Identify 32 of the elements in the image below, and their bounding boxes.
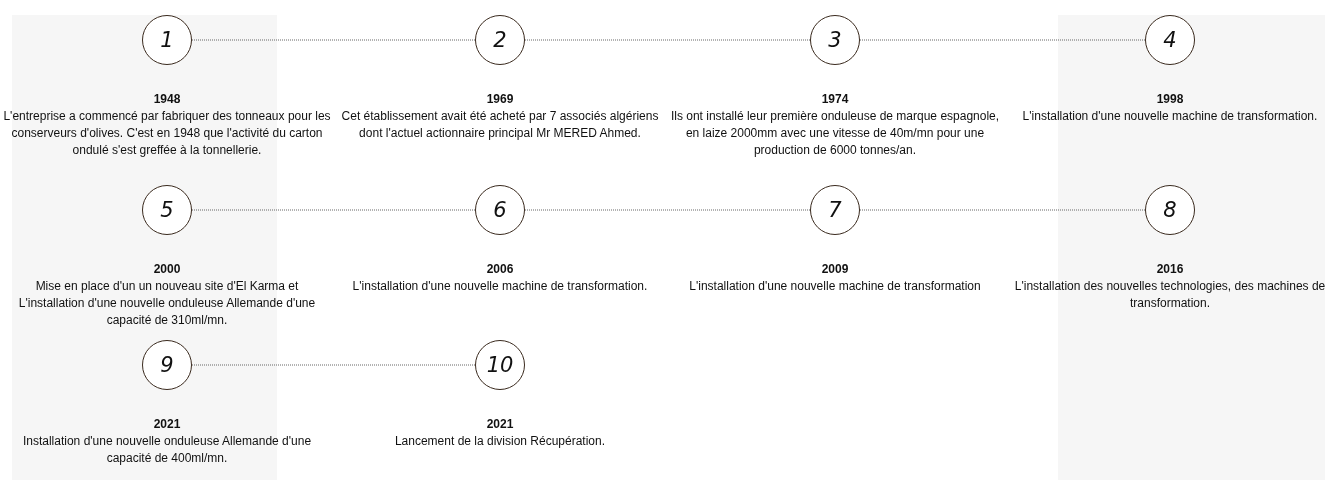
step-number-circle: 7: [810, 185, 860, 235]
year-label: 1969: [485, 92, 515, 106]
year-label: 1974: [820, 92, 850, 106]
year-label: 1998: [1155, 92, 1185, 106]
event-description: L'installation d'une nouvelle machine de transformation: [688, 278, 982, 295]
year-label: 2000: [152, 262, 182, 276]
connector-line: [191, 364, 476, 366]
event-description: Mise en place d'un un nouveau site d'El Karma et L'installation d'une nouvelle onduleuse Allemande d'une capacité de 310ml/mn.: [17, 278, 317, 329]
event-description: Installation d'une nouvelle onduleuse Allemande d'une capacité de 400ml/mn.: [21, 433, 313, 467]
year-label: 2009: [820, 262, 850, 276]
event-description: L'installation des nouvelles technologies, des machines de transformation.: [1013, 278, 1327, 312]
event-description: L'installation d'une nouvelle machine de transformation.: [1021, 108, 1319, 125]
year-label: 2021: [485, 417, 515, 431]
connector-line: [524, 39, 811, 41]
step-number-circle: 6: [475, 185, 525, 235]
event-description: L'installation d'une nouvelle machine de transformation.: [351, 278, 649, 295]
step-number-circle: 10: [475, 340, 525, 390]
year-label: 2016: [1155, 262, 1185, 276]
connector-line: [859, 39, 1146, 41]
year-label: 2006: [485, 262, 515, 276]
event-description: Ils ont installé leur première onduleuse de marque espagnole, en laize 2000mm avec une vitesse de 40m/mn pour une production de 6000 tonnes/an.: [670, 108, 1000, 159]
year-label: 2021: [152, 417, 182, 431]
connector-line: [524, 209, 811, 211]
step-number-circle: 2: [475, 15, 525, 65]
connector-line: [191, 39, 476, 41]
event-description: L'entreprise a commencé par fabriquer des tonneaux pour les conserveurs d'olives. C'est en 1948 que l'activité du carton ondulé s'est greffée à la tonnellerie.: [2, 108, 332, 159]
year-label: 1948: [152, 92, 182, 106]
event-description: Lancement de la division Récupération.: [393, 433, 607, 450]
connector-line: [191, 209, 476, 211]
connector-line: [859, 209, 1146, 211]
event-description: Cet établissement avait été acheté par 7 associés algériens dont l'actuel actionnaire principal Mr MERED Ahmed.: [340, 108, 660, 142]
step-number-circle: 3: [810, 15, 860, 65]
